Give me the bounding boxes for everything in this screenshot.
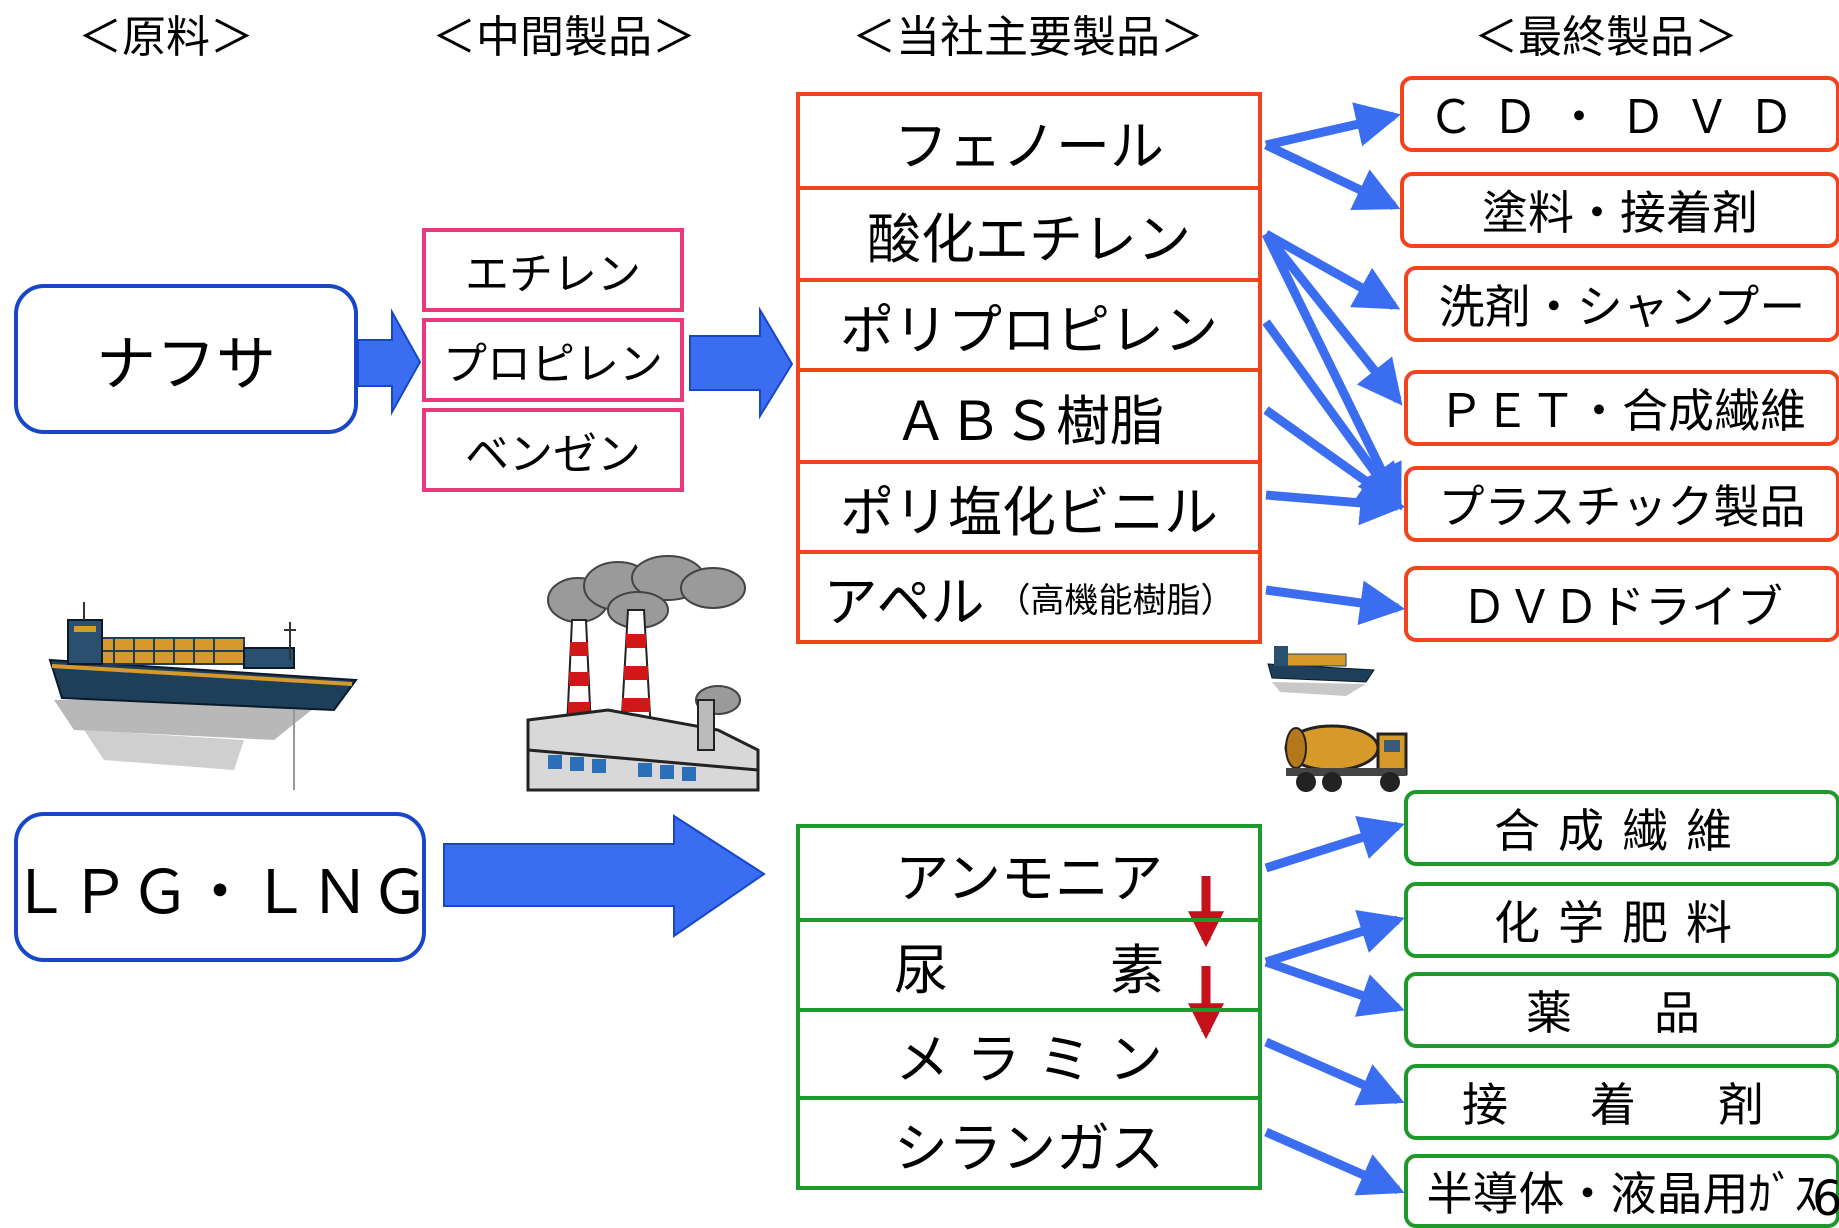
- page-number: 6: [1812, 1171, 1839, 1227]
- block-arrow-intermediate: [689, 306, 794, 420]
- main-product-label: ポリ塩化ビニル: [840, 480, 1218, 544]
- final-product-adhesive: 接 着 剤: [1404, 1064, 1839, 1140]
- final-product-plastics: プラスチック製品: [1404, 466, 1839, 542]
- main-product-label: メ ラ ミ ン: [895, 1027, 1163, 1091]
- tanker-truck-illustration: [1284, 724, 1408, 792]
- petro-connectors: [1261, 102, 1406, 626]
- main-products-petro: フェノール 酸化エチレン ポリプロピレン ＡＢＳ樹脂 ポリ塩化ビニル アペル （…: [796, 92, 1262, 644]
- main-product-silane-gas: シランガス: [800, 1096, 1258, 1186]
- header-raw: ＜原料＞: [78, 12, 254, 63]
- main-product-ammonia: アンモニア: [800, 828, 1258, 918]
- final-product-detergent-shampoo: 洗剤・シャンプー: [1404, 266, 1839, 342]
- source-naphtha: ナフサ: [14, 284, 358, 434]
- source-lpg-lng: ＬＰＧ・ＬＮＧ: [10, 812, 430, 962]
- final-product-dvd-drive: ＤＶＤドライブ: [1404, 566, 1839, 642]
- block-arrow-naphtha: [357, 308, 422, 416]
- header-main-products: ＜当社主要製品＞: [852, 12, 1204, 63]
- main-product-label: ＡＢＳ樹脂: [894, 389, 1164, 453]
- main-product-ethylene-oxide: 酸化エチレン: [800, 186, 1258, 278]
- final-product-paint-adhesive: 塗料・接着剤: [1400, 172, 1839, 248]
- main-product-phenol: フェノール: [800, 96, 1258, 186]
- main-product-abs-resin: ＡＢＳ樹脂: [800, 368, 1258, 460]
- final-product-fertilizer: 化学肥料: [1404, 882, 1839, 958]
- cargo-ship-illustration: [48, 602, 358, 790]
- final-product-medicine: 薬 品: [1404, 972, 1839, 1048]
- main-product-label: アペル: [823, 570, 985, 634]
- final-product-pet-fiber: ＰＥＴ・合成繊維: [1404, 370, 1839, 446]
- final-product-semiconductor-gas: 半導体・液晶用ｶﾞｽ: [1404, 1154, 1839, 1228]
- main-products-gas: アンモニア 尿 素 メ ラ ミ ン シランガス: [796, 824, 1262, 1190]
- factory-illustration: [526, 555, 760, 792]
- header-final-products: ＜最終製品＞: [1474, 12, 1738, 63]
- main-product-sublabel: （高機能樹脂）: [996, 580, 1235, 621]
- final-product-synthetic-fiber: 合成繊維: [1404, 790, 1839, 866]
- intermediate-ethylene: エチレン: [422, 228, 684, 312]
- gas-connectors: [1264, 816, 1405, 1196]
- main-product-label: 酸化エチレン: [867, 207, 1191, 271]
- ship-illustration: [1267, 646, 1375, 696]
- main-product-label: 尿 素: [894, 938, 1164, 1002]
- header-intermediate: ＜中間製品＞: [432, 12, 696, 63]
- intermediate-propylene: プロピレン: [422, 318, 684, 402]
- main-product-apel: アペル （高機能樹脂）: [800, 550, 1258, 640]
- block-arrow-lpg: [443, 814, 766, 938]
- main-product-melamine: メ ラ ミ ン: [800, 1008, 1258, 1096]
- main-product-label: フェノール: [894, 114, 1164, 178]
- final-product-cd-dvd: ＣＤ・ＤＶＤ: [1400, 76, 1839, 152]
- main-product-label: アンモニア: [895, 846, 1163, 910]
- main-product-label: ポリプロピレン: [840, 298, 1218, 362]
- main-product-pvc: ポリ塩化ビニル: [800, 460, 1258, 550]
- intermediate-benzene: ベンゼン: [422, 408, 684, 492]
- main-product-label: シランガス: [894, 1116, 1164, 1180]
- main-product-urea: 尿 素: [800, 918, 1258, 1008]
- main-product-polypropylene: ポリプロピレン: [800, 278, 1258, 368]
